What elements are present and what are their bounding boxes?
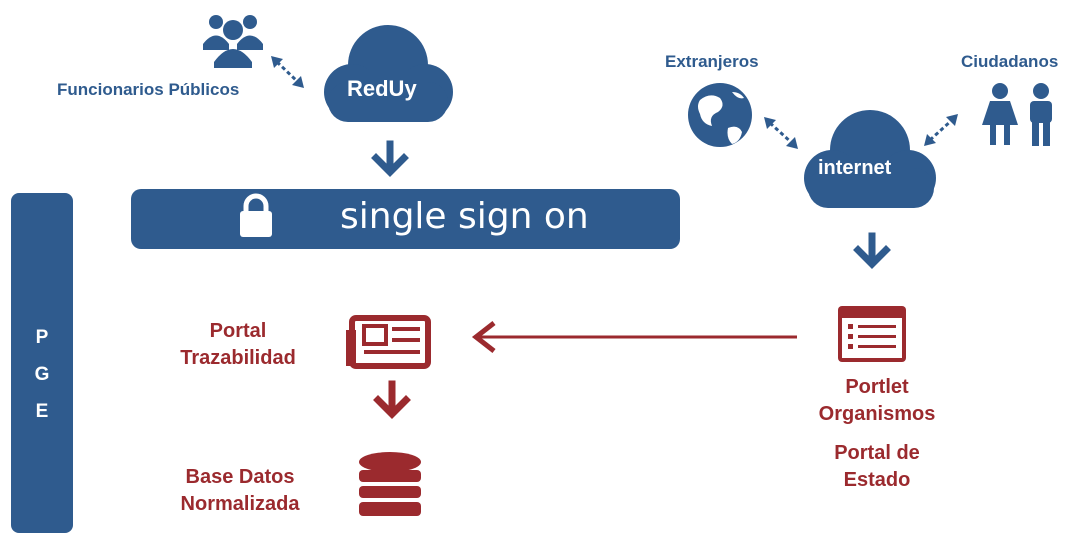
sso-bar [131, 189, 680, 249]
newspaper-icon [346, 315, 431, 369]
database-icon [359, 452, 421, 516]
internet-cloud [804, 110, 936, 208]
pge-letter: P [35, 327, 49, 348]
pge-letter: G [34, 364, 50, 385]
internet-label: internet [818, 157, 892, 179]
lock-svg [240, 193, 272, 237]
base-datos-label: Base Datos Normalizada [180, 466, 300, 515]
list-document-icon [838, 306, 906, 362]
ciudadanos-label: Ciudadanos [961, 52, 1059, 71]
extranjeros-label: Extranjeros [665, 52, 759, 71]
double-arrow-icon [924, 114, 958, 146]
portlet-organismos-label: Portlet Organismos [818, 376, 936, 425]
portal-estado-label: Portal de Estado [834, 442, 920, 491]
funcionarios-label: Funcionarios Públicos [57, 80, 240, 99]
down-arrow-icon [853, 232, 891, 269]
double-arrow-icon [271, 56, 304, 88]
reduy-cloud [324, 25, 453, 122]
reduy-label: RedUy [347, 76, 417, 101]
citizens-icon [982, 83, 1052, 146]
pge-letter: E [35, 401, 49, 422]
double-arrow-icon [764, 117, 798, 149]
down-arrow-icon [371, 140, 409, 177]
left-arrow-icon [471, 321, 797, 353]
pge-bar: P G E [11, 193, 73, 533]
sso-label: single sign on [340, 196, 589, 237]
diagram-graphics [203, 15, 1052, 516]
people-group-icon [203, 15, 263, 68]
down-arrow-icon [373, 380, 411, 419]
globe-icon [688, 83, 752, 147]
lock-icon [240, 193, 272, 237]
portal-trazabilidad-label: Portal Trazabilidad [180, 320, 296, 369]
